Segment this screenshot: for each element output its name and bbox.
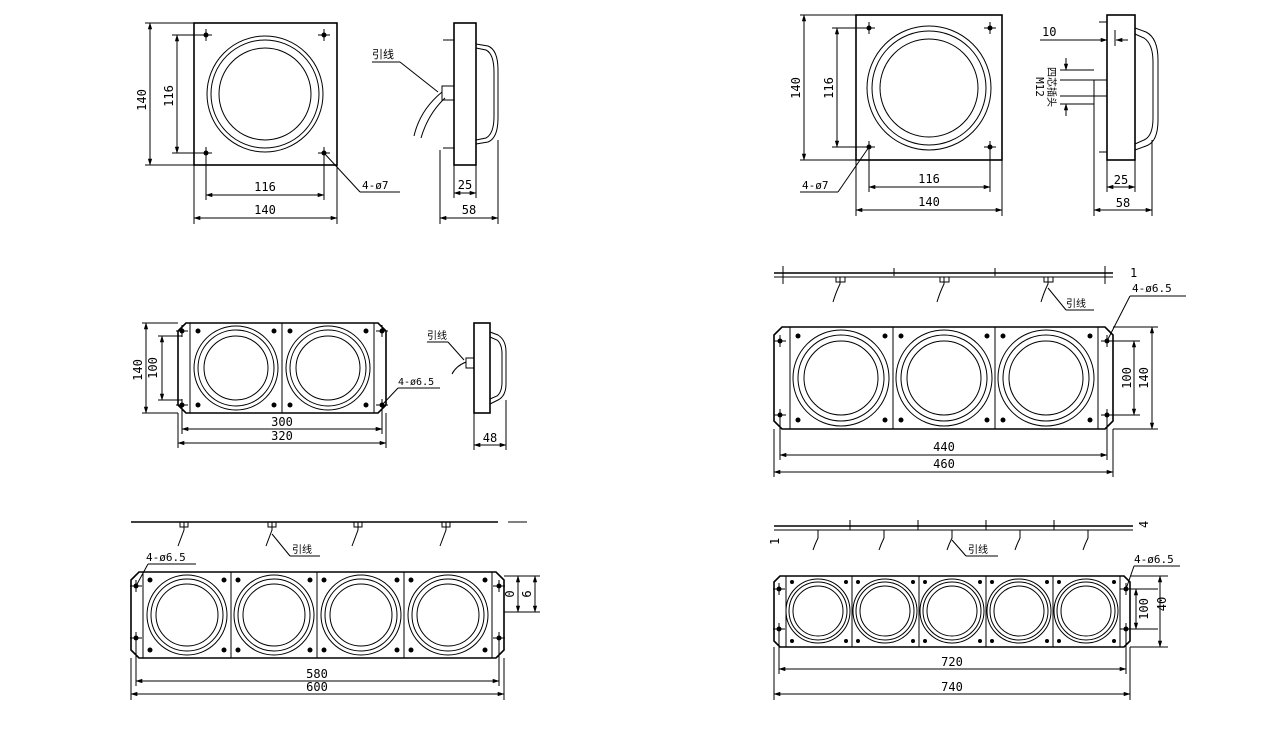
lead-wire-label: 引线 — [968, 543, 988, 556]
dim-140-v: 140 — [135, 89, 149, 111]
dim-0: 0 — [503, 590, 517, 597]
hole-label: 4-ø7 — [362, 179, 389, 192]
view-two-lamp-front: 140 100 300 320 4-ø6.5 — [131, 322, 440, 448]
view-two-lamp-side: 引线 48 — [427, 322, 507, 450]
dim-580: 580 — [306, 667, 328, 681]
view-four-lamp-front: 0 6 580 600 4-ø6.5 — [129, 551, 540, 700]
lead-wire-label: 引线 — [1066, 297, 1086, 310]
dim-4: 4 — [1137, 521, 1151, 528]
view-single-front-right: 140 116 116 140 4-ø7 — [789, 14, 1003, 216]
dim-40: 40 — [1155, 597, 1169, 611]
dim-460: 460 — [933, 457, 955, 471]
view-five-lamp-front: 100 40 720 740 4-ø6.5 — [772, 553, 1180, 700]
dim-25: 25 — [458, 178, 472, 192]
dim-25: 25 — [1114, 173, 1128, 187]
hole-label: 4-ø6.5 — [398, 377, 434, 388]
dim-320: 320 — [271, 429, 293, 443]
dim-100-v: 100 — [1120, 367, 1134, 389]
dim-10: 10 — [1042, 25, 1056, 39]
dim-740: 740 — [941, 680, 963, 694]
view-three-lamp-top: 引线 1 — [774, 266, 1137, 311]
hole-label: 4-ø7 — [802, 179, 829, 192]
dim-58: 58 — [462, 203, 476, 217]
m12-label: M12 — [1033, 77, 1046, 97]
dim-300: 300 — [271, 415, 293, 429]
lead-wire-label: 引线 — [292, 543, 312, 556]
dim-140-v: 140 — [789, 77, 803, 99]
hole-label: 4-ø6.5 — [1134, 553, 1174, 566]
view-three-lamp-front: 100 140 440 460 4-ø6.5 — [773, 282, 1186, 477]
dim-1: 1 — [1130, 266, 1137, 280]
plug-label: 四芯插头 — [1045, 67, 1058, 107]
dim-116-h: 116 — [254, 180, 276, 194]
dim-58: 58 — [1116, 196, 1130, 210]
hole-label: 4-ø6.5 — [146, 551, 186, 564]
dim-48: 48 — [483, 431, 497, 445]
dim-140-v: 140 — [131, 359, 145, 381]
dim-116-v: 116 — [162, 85, 176, 107]
view-single-side-left: 引线 25 58 — [372, 22, 499, 224]
dim-1: 1 — [768, 538, 782, 545]
dim-140-h: 140 — [918, 195, 940, 209]
dim-116-h: 116 — [918, 172, 940, 186]
lead-wire-label: 引线 — [372, 47, 394, 61]
view-four-lamp-top: 引线 — [131, 521, 527, 557]
lead-wire-label: 引线 — [427, 329, 447, 342]
dim-116-v: 116 — [822, 77, 836, 99]
dim-140-h: 140 — [254, 203, 276, 217]
view-single-front-left: 140 116 116 140 4-ø7 — [135, 22, 400, 224]
dim-140-v: 140 — [1137, 367, 1151, 389]
dim-720: 720 — [941, 655, 963, 669]
view-single-side-right: M12 四芯插头 10 25 58 — [1033, 14, 1159, 216]
hole-label: 4-ø6.5 — [1132, 282, 1172, 295]
dim-440: 440 — [933, 440, 955, 454]
dim-6: 6 — [520, 590, 534, 597]
dim-100-v: 100 — [1137, 598, 1151, 620]
dim-100-v: 100 — [146, 357, 160, 379]
dim-600: 600 — [306, 680, 328, 694]
view-five-lamp-top: 引线 1 4 — [768, 520, 1151, 557]
